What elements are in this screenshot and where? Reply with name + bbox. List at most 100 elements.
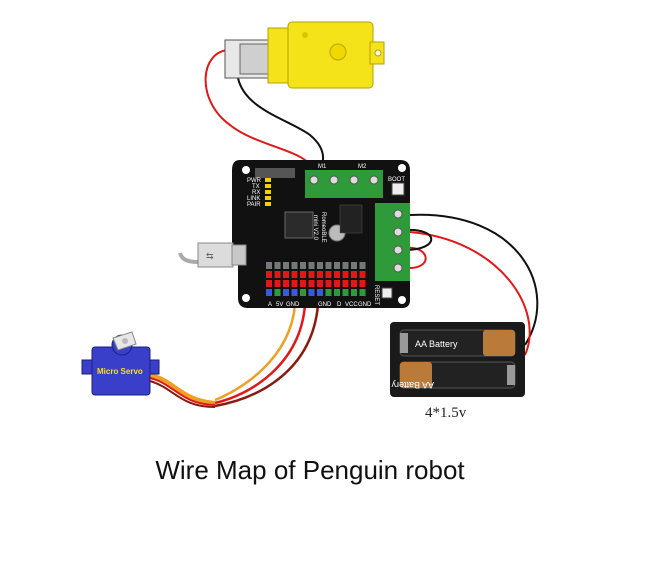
bottom-label-gnd1: GND (286, 302, 300, 308)
header-pin (342, 280, 349, 287)
servo-cable-red (149, 377, 216, 406)
servo-cable-brown (149, 380, 216, 408)
header-pin (291, 262, 298, 269)
header-pin (308, 271, 315, 278)
header-pin (291, 289, 298, 296)
header-pin (266, 280, 272, 287)
reset-label: RESET (373, 285, 379, 305)
status-label-rx: RX (252, 190, 260, 196)
header-pin (283, 271, 289, 278)
servo-brown-wire (214, 304, 320, 408)
wires (149, 49, 539, 408)
motor-terminals: M1 M2 (305, 164, 383, 198)
header-pin (266, 262, 272, 269)
header-pin (300, 280, 306, 287)
header-pin (325, 262, 332, 269)
header-pin (359, 271, 366, 278)
micro-servo: Micro Servo (81, 331, 160, 396)
header-pin (351, 289, 357, 296)
battery-voltage-note: 4*1.5v (425, 405, 467, 421)
header-pin (300, 262, 306, 269)
header-pin (359, 262, 366, 269)
status-label-pair: PAIR (247, 202, 261, 208)
header-pin (274, 271, 281, 278)
header-pin (351, 280, 357, 287)
usb-icon: ⇆ (206, 251, 214, 261)
header-pin (325, 271, 332, 278)
board-name-2: mini V2.0 (312, 215, 318, 241)
header-pin (283, 262, 289, 269)
servo-orange-wire (214, 304, 297, 402)
header-pin (334, 262, 340, 269)
header-pin (317, 289, 323, 296)
dc-gear-motor (224, 21, 385, 89)
status-label-tx: TX (252, 184, 260, 190)
header-pin (334, 289, 340, 296)
top-header (255, 168, 295, 178)
reset-button (381, 287, 393, 299)
header-pin (274, 262, 281, 269)
diagram-caption: Wire Map of Penguin robot (155, 455, 465, 485)
motor-label-m2: M2 (358, 164, 367, 170)
status-label-pwr: PWR (247, 178, 262, 184)
battery-red-wire (409, 231, 531, 356)
header-pin (351, 262, 357, 269)
boot-label: BOOT (388, 177, 405, 183)
battery-label-top: AA Battery (415, 339, 458, 349)
bottom-label-5v: 5V (276, 302, 283, 308)
bottom-label-vcc: VCC (345, 302, 358, 308)
bottom-label-gnd3: GND (358, 302, 372, 308)
mcu-chip (284, 211, 314, 239)
header-pin (325, 289, 332, 296)
bottom-labels: A 5V GND GND D VCC GND (268, 302, 372, 308)
bottom-label-d: D (337, 302, 342, 308)
power-terminals (375, 203, 410, 281)
io-headers (266, 262, 366, 296)
header-pin (317, 262, 323, 269)
servo-label: Micro Servo (97, 367, 143, 376)
battery-black-wire (409, 213, 539, 346)
header-pin (291, 280, 298, 287)
motor-red-wire (204, 49, 311, 166)
header-pin (300, 271, 306, 278)
bottom-label-a: A (268, 302, 272, 308)
servo-red-wire (214, 304, 307, 405)
status-labels: PWR TX RX LINK PAIR (247, 178, 262, 208)
usb-connector: ⇆ (178, 242, 247, 268)
header-pin (359, 280, 366, 287)
header-pin (266, 271, 272, 278)
header-pin (283, 280, 289, 287)
header-pin (317, 271, 323, 278)
header-pin (342, 262, 349, 269)
status-label-link: LINK (247, 196, 260, 202)
header-pin (359, 289, 366, 296)
board-name-1: RomeoBLE (320, 212, 326, 243)
motor-black-wire (237, 77, 325, 166)
header-pin (308, 289, 315, 296)
header-pin (342, 271, 349, 278)
header-pin (334, 280, 340, 287)
motor-label-m1: M1 (318, 164, 327, 170)
bottom-label-gnd2: GND (318, 302, 332, 308)
header-pin (300, 289, 306, 296)
boot-button (391, 182, 405, 196)
battery-holder: AA Battery AA Battery (390, 322, 525, 397)
header-pin (308, 280, 315, 287)
header-pin (274, 280, 281, 287)
battery-label-bottom: AA Battery (391, 380, 434, 390)
header-pin (266, 289, 272, 296)
header-pin (291, 271, 298, 278)
power-jumper-red (404, 246, 427, 270)
header-pin (317, 280, 323, 287)
header-pin (351, 271, 357, 278)
servo-cable (149, 373, 216, 405)
power-jumper-black (404, 228, 433, 251)
romeo-ble-board: PWR TX RX LINK PAIR RomeoBLE mini V2.0 ⇆… (178, 160, 410, 308)
header-pin (283, 289, 289, 296)
header-pin (308, 262, 315, 269)
header-pin (334, 271, 340, 278)
header-pin (274, 289, 281, 296)
header-pin (342, 289, 349, 296)
header-pin (325, 280, 332, 287)
